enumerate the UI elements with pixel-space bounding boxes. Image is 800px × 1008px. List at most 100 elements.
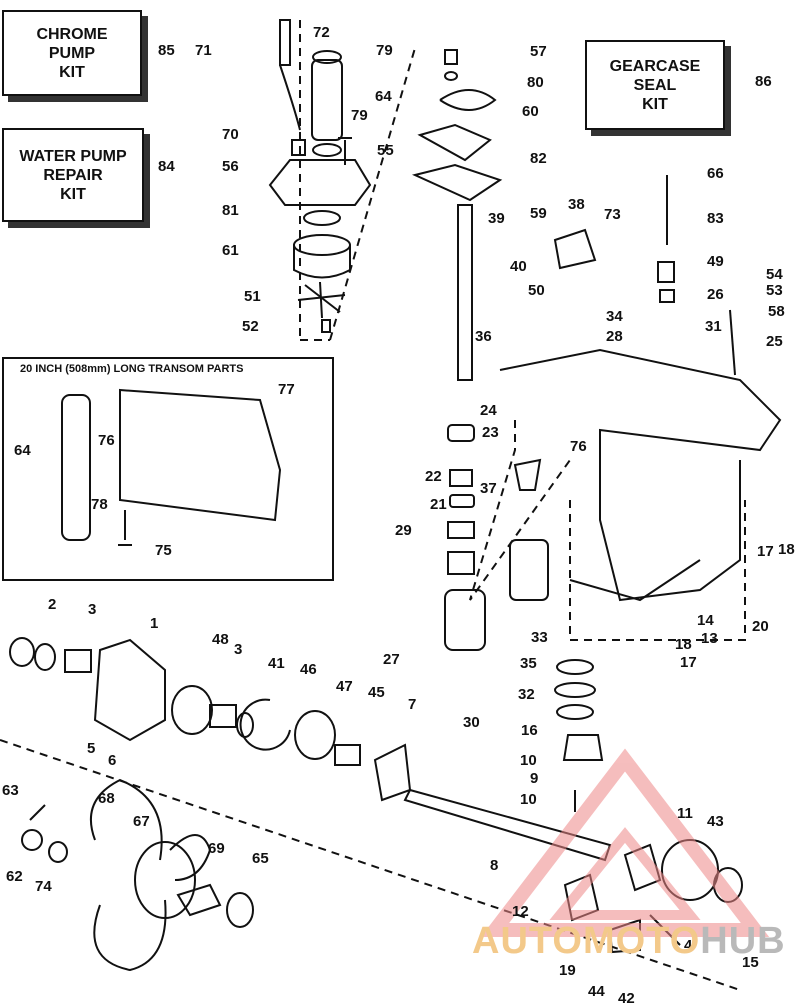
part-ring-41 (236, 712, 254, 738)
part-oring-top (312, 50, 342, 64)
callout-number: 79 (376, 42, 393, 59)
part-seal-2b (34, 643, 56, 671)
callout-number: 74 (35, 878, 52, 895)
callout-number: 41 (268, 655, 285, 672)
callout-number: 63 (2, 782, 19, 799)
part-chrome-pump-liner (311, 59, 343, 141)
callout-number: 66 (707, 165, 724, 182)
part-bearing-23 (447, 424, 475, 442)
callout-number: 52 (242, 318, 259, 335)
callout-number: 18 (675, 636, 692, 653)
callout-number: 18 (778, 541, 795, 558)
part-thrust-hub-69 (176, 883, 222, 917)
part-thrust-washer-65 (226, 892, 254, 928)
callout-number: 23 (482, 424, 499, 441)
callout-number: 31 (705, 318, 722, 335)
callout-number: 9 (530, 770, 539, 787)
callout-number: 3 (88, 601, 97, 618)
callout-number: 72 (313, 24, 330, 41)
callout-number: 75 (155, 542, 172, 559)
callout-number: 76 (98, 432, 115, 449)
callout-number: 15 (742, 954, 759, 971)
kit-box-chrome-pump: CHROME PUMP KIT (2, 10, 142, 96)
callout-number: 53 (766, 282, 783, 299)
part-oring-80 (444, 71, 458, 81)
callout-number: 17 (757, 543, 774, 560)
callout-number: 46 (300, 661, 317, 678)
part-gasket-59 (411, 163, 503, 202)
callout-number: 81 (222, 202, 239, 219)
part-bearing-45 (334, 744, 361, 766)
callout-number: 24 (480, 402, 497, 419)
part-propeller-blade-right (169, 834, 212, 881)
callout-number: 60 (522, 103, 539, 120)
part-pinion-16 (562, 734, 604, 761)
part-bearing-3b (209, 704, 237, 728)
callout-number: 16 (521, 722, 538, 739)
part-propeller-hub (134, 841, 196, 919)
callout-number: 8 (490, 857, 499, 874)
part-plate-82 (417, 123, 492, 162)
callout-number: 45 (368, 684, 385, 701)
callout-number: 13 (701, 630, 718, 647)
part-key (321, 319, 331, 333)
part-thrust-washer-47 (294, 710, 336, 760)
callout-number: 28 (606, 328, 623, 345)
inset-frame (2, 357, 334, 581)
callout-number: 40 (510, 258, 527, 275)
callout-number: 67 (133, 813, 150, 830)
part-bearing-carrier-1 (93, 638, 166, 742)
callout-number: 68 (98, 790, 115, 807)
callout-number: 10 (520, 791, 537, 808)
kit-box-label: GEARCASE SEAL KIT (609, 57, 701, 113)
callout-number: 69 (208, 840, 225, 857)
dashed-guide-gearcase (569, 500, 746, 641)
part-pump-housing (268, 159, 372, 206)
part-propeller-blade-top (90, 778, 163, 861)
watermark-text: AUTOMOTOHUB (472, 920, 786, 963)
part-inset-screw-78 (118, 510, 132, 546)
callout-number: 42 (618, 990, 635, 1007)
kit-ref-number: 84 (158, 158, 175, 175)
callout-number: 3 (234, 641, 243, 658)
part-screw-55 (338, 137, 352, 165)
callout-number: 11 (677, 805, 693, 822)
callout-number: 17 (680, 654, 697, 671)
callout-number: 55 (377, 142, 394, 159)
callout-number: 50 (528, 282, 545, 299)
part-gear-7 (373, 743, 412, 802)
part-bearing-3a (64, 649, 92, 673)
callout-number: 51 (244, 288, 261, 305)
part-oring-mid (312, 143, 342, 157)
callout-number: 64 (375, 88, 392, 105)
callout-number: 20 (752, 618, 769, 635)
part-grommet-tube (279, 64, 301, 131)
callout-number: 78 (91, 496, 108, 513)
part-gearcase-housing (499, 348, 782, 602)
callout-number: 7 (408, 696, 417, 713)
callout-number: 56 (222, 158, 239, 175)
watermark-part2: HUB (700, 920, 786, 962)
callout-number: 14 (697, 612, 714, 629)
kit-box-label: WATER PUMP REPAIR KIT (19, 147, 127, 203)
callout-number: 70 (222, 126, 239, 143)
kit-box-label: CHROME PUMP KIT (36, 25, 108, 81)
part-washer-33 (556, 659, 594, 675)
callout-number: 30 (463, 714, 480, 731)
callout-number: 36 (475, 328, 492, 345)
callout-number: 32 (518, 686, 535, 703)
part-seal-81 (303, 210, 341, 226)
part-seal-2a (9, 637, 35, 667)
part-bushing-49 (657, 261, 675, 283)
part-inset-extension-75 (119, 388, 282, 522)
callout-number: 76 (570, 438, 587, 455)
part-retaining-ring-46 (239, 698, 291, 751)
part-grommet-70 (291, 139, 306, 156)
part-bearing-29b (447, 551, 475, 575)
part-bearing-29a (447, 521, 475, 539)
part-nut-62 (21, 829, 43, 851)
dashed-guide-water-pump (299, 20, 416, 341)
callout-number: 1 (150, 615, 159, 632)
